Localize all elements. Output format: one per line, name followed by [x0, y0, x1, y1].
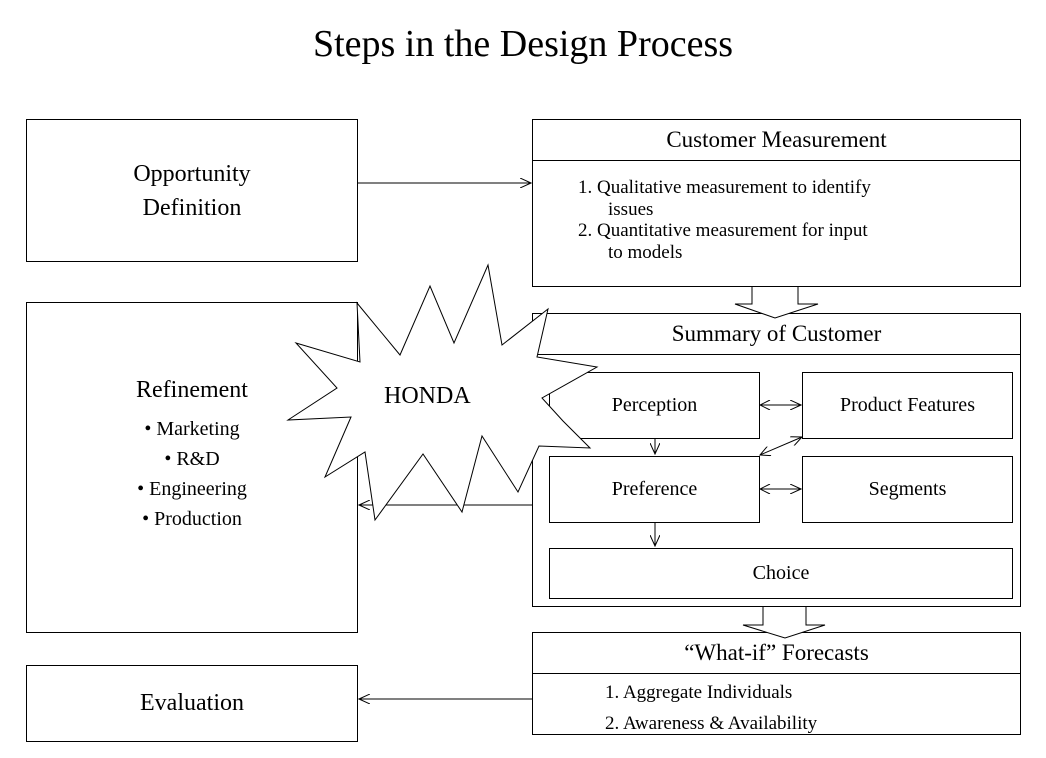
evaluation-box: Evaluation: [26, 665, 358, 742]
page-title: Steps in the Design Process: [312, 23, 734, 65]
refinement-item-rd: • R&D: [164, 448, 220, 470]
segments-box: Segments: [802, 456, 1013, 523]
refinement-item-engineering: • Engineering: [137, 478, 247, 500]
perception-box: Perception: [549, 372, 760, 439]
cm-line-3: 2. Quantitative measurement for input: [578, 220, 868, 241]
opportunity-definition-box: Opportunity Definition: [26, 119, 358, 262]
refinement-title: Refinement: [136, 377, 248, 403]
opportunity-line-2: Definition: [142, 194, 242, 221]
customer-measurement-list: 1. Qualitative measurement to identify i…: [578, 177, 871, 263]
honda-label: HONDA: [384, 383, 471, 409]
forecast-line-1: 1. Aggregate Individuals: [605, 682, 793, 703]
forecast-line-2: 2. Awareness & Availability: [605, 713, 818, 734]
opportunity-line-1: Opportunity: [133, 160, 251, 187]
summary-header: Summary of Customer: [533, 314, 1020, 355]
cm-line-4: to models: [608, 241, 683, 263]
customer-measurement-box: Customer Measurement 1. Qualitative meas…: [532, 119, 1021, 287]
what-if-forecasts-box: “What-if” Forecasts 1. Aggregate Individ…: [532, 632, 1021, 735]
choice-box: Choice: [549, 548, 1013, 599]
preference-box: Preference: [549, 456, 760, 523]
evaluation-label: Evaluation: [140, 690, 244, 716]
refinement-list: • Marketing • R&D • Engineering • Produc…: [27, 414, 357, 534]
product-features-box: Product Features: [802, 372, 1013, 439]
cm-line-2: issues: [608, 198, 654, 220]
customer-measurement-header: Customer Measurement: [533, 120, 1020, 161]
cm-line-1: 1. Qualitative measurement to identify: [578, 177, 871, 198]
refinement-item-production: • Production: [142, 508, 242, 530]
refinement-box: Refinement • Marketing • R&D • Engineeri…: [26, 302, 358, 633]
forecasts-header: “What-if” Forecasts: [533, 633, 1020, 674]
refinement-item-marketing: • Marketing: [144, 418, 240, 440]
summary-of-customer-box: Summary of Customer Perception Product F…: [532, 313, 1021, 607]
forecasts-list: 1. Aggregate Individuals 2. Awareness & …: [605, 677, 817, 739]
